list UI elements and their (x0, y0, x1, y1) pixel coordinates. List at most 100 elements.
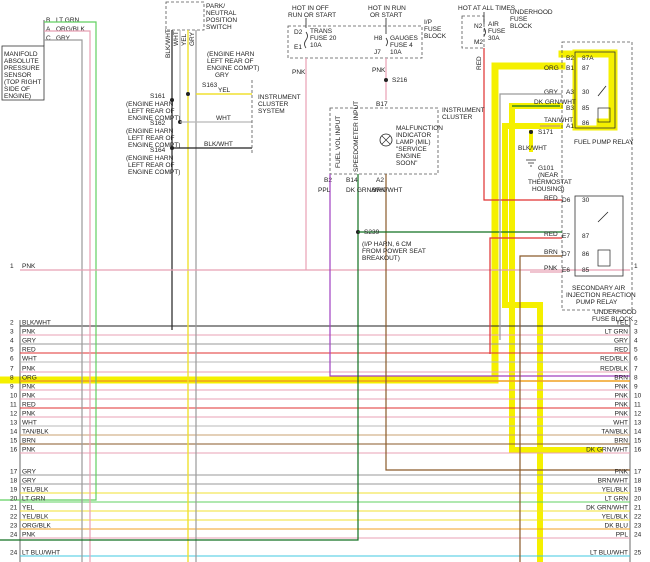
right-row-num: 22 (634, 514, 642, 521)
air-fuse-wire: RED (476, 56, 483, 70)
svg-text:LEFT REAR OF: LEFT REAR OF (128, 108, 175, 115)
right-row-num: 20 (634, 496, 642, 503)
fpr-pin-b3: B3 (566, 105, 574, 112)
svg-text:THERMOSTAT: THERMOSTAT (528, 179, 572, 186)
svg-text:FUSE 20: FUSE 20 (310, 35, 337, 42)
svg-text:BLOCK: BLOCK (510, 23, 533, 30)
air-fuse-hot: HOT AT ALL TIMES (458, 5, 516, 12)
right-row-wire: BRN (614, 438, 628, 445)
svg-text:10A: 10A (310, 42, 322, 49)
fpr-term-87a: 87A (582, 55, 594, 62)
svg-text:LEFT REAR OF: LEFT REAR OF (207, 58, 254, 65)
svg-text:S163: S163 (202, 82, 218, 89)
ip-fuse-block (287, 25, 423, 59)
svg-text:INJECTION REACTION: INJECTION REACTION (566, 292, 636, 299)
right-row-num: 11 (634, 402, 641, 409)
left-row-wire: YEL/BLK (22, 487, 49, 494)
instrument-cluster-title: INSTRUMENT CLUSTER (442, 107, 485, 121)
right-row-num: 16 (634, 447, 642, 454)
sensor-pin-c: C (46, 35, 51, 42)
right-row-wire: PNK (615, 384, 629, 391)
fpr-wire-tan: TAN/WHT (544, 117, 573, 124)
sar-pin-e6: E6 (562, 267, 570, 274)
s163-wire: YEL (218, 87, 231, 94)
sar-term-30: 30 (582, 197, 590, 204)
svg-text:PUMP RELAY: PUMP RELAY (576, 299, 618, 306)
park-wire-b2: GRY (189, 31, 196, 46)
right-row-wire: RED/BLK (600, 356, 628, 363)
right-row-wire: RED (614, 347, 628, 354)
fpr-pin-b1: B1 (566, 65, 574, 72)
right-row-wire: DK BLU (605, 523, 629, 530)
svg-text:10A: 10A (390, 49, 402, 56)
svg-text:ENGINE COMPT): ENGINE COMPT) (128, 142, 180, 149)
left-row-num: 9 (10, 384, 14, 391)
s161-note: S161 (ENGINE HARN LEFT REAR OF ENGINE CO… (126, 93, 180, 122)
right-row-num: 25 (634, 550, 642, 557)
svg-text:UNDERHOOD: UNDERHOOD (594, 309, 637, 316)
right-row-num: 13 (634, 420, 642, 427)
ip-fuse-hot-labels: HOT IN OFF RUN OR START HOT IN RUN OR ST… (288, 5, 447, 40)
svg-text:(TOP RIGHT: (TOP RIGHT (4, 79, 41, 86)
svg-text:SYSTEM: SYSTEM (258, 108, 285, 115)
trans-fuse-label: TRANS FUSE 20 10A (310, 28, 337, 49)
left-row-num: 8 (10, 375, 14, 382)
sensor-pin-b: B (46, 17, 50, 24)
cluster-wire-brnwht: BRN/WHT (372, 187, 402, 194)
right-row-wire: PNK (615, 393, 629, 400)
fpr-term-30: 30 (582, 89, 590, 96)
cluster-pin-b14: B14 (346, 177, 358, 184)
svg-text:GRY: GRY (215, 72, 230, 79)
mil-lamp-icon (379, 133, 393, 147)
svg-text:S162: S162 (150, 120, 166, 127)
right-row-num: 5 (634, 347, 638, 354)
s162-wire: WHT (216, 115, 231, 122)
svg-text:FUSE: FUSE (424, 26, 442, 33)
svg-text:S164: S164 (150, 147, 166, 154)
right-row-wire: BRN (614, 375, 628, 382)
right-row-num: 17 (634, 469, 642, 476)
trans-fuse-pin-e1: E1 (294, 44, 302, 51)
left-row-wire: PNK (22, 447, 36, 454)
svg-text:FROM POWER SEAT: FROM POWER SEAT (362, 248, 426, 255)
sensor-pin-a: A (46, 26, 51, 33)
air-fuse-box (461, 15, 485, 49)
highlighted-circuit (0, 49, 618, 562)
svg-text:I/P: I/P (424, 19, 432, 26)
secondary-air-relay (574, 195, 624, 277)
svg-text:LEFT REAR OF: LEFT REAR OF (128, 162, 175, 169)
left-row-wire: PNK (22, 384, 36, 391)
left-row-wire: PNK (22, 393, 36, 400)
svg-text:HOUSING): HOUSING) (532, 186, 565, 193)
right-row-wire: WHT (613, 420, 628, 427)
gauges-fuse-label: GAUGES FUSE 4 10A (390, 35, 418, 56)
right-row-num: 3 (634, 329, 638, 336)
svg-text:FUSE BLOCK: FUSE BLOCK (592, 316, 634, 323)
svg-text:INDICATOR: INDICATOR (396, 132, 431, 139)
svg-text:ENGINE COMPT): ENGINE COMPT) (128, 115, 180, 122)
left-row-wire: WHT (22, 420, 37, 427)
park-wire-a: BLK/WHT (165, 29, 172, 58)
right-row-num: 6 (634, 356, 638, 363)
svg-text:LAMP (MIL): LAMP (MIL) (396, 139, 431, 146)
fuel-pump-relay-title: FUEL PUMP RELAY (574, 139, 634, 146)
left-row-num: 3 (10, 329, 14, 336)
gauges-fuse-wire: PNK (372, 67, 386, 74)
svg-text:PRESSURE: PRESSURE (4, 65, 40, 72)
sar-pin-d7: D7 (562, 251, 571, 258)
left-row-num: 22 (10, 514, 18, 521)
right-row-wire: PNK (615, 402, 629, 409)
trans-fuse-pin-d2: D2 (294, 29, 303, 36)
svg-text:ENGINE COMPT): ENGINE COMPT) (207, 65, 259, 72)
fpr-pin-b2: B2 (566, 55, 574, 62)
svg-text:BREAKOUT): BREAKOUT) (362, 255, 400, 262)
right-row-wire: PPL (616, 532, 629, 539)
svg-text:(ENGINE HARN: (ENGINE HARN (126, 155, 174, 162)
svg-text:FUSE: FUSE (488, 28, 506, 35)
secondary-air-relay-title: SECONDARY AIR INJECTION REACTION PUMP RE… (566, 285, 636, 306)
fpr-pin-a1: A1 (566, 123, 574, 130)
left-row-wire: TAN/BLK (22, 429, 49, 436)
sar-term-87: 87 (582, 233, 590, 240)
cluster-pin-b17: B17 (376, 101, 388, 108)
left-row-wire: ORG (22, 375, 37, 382)
